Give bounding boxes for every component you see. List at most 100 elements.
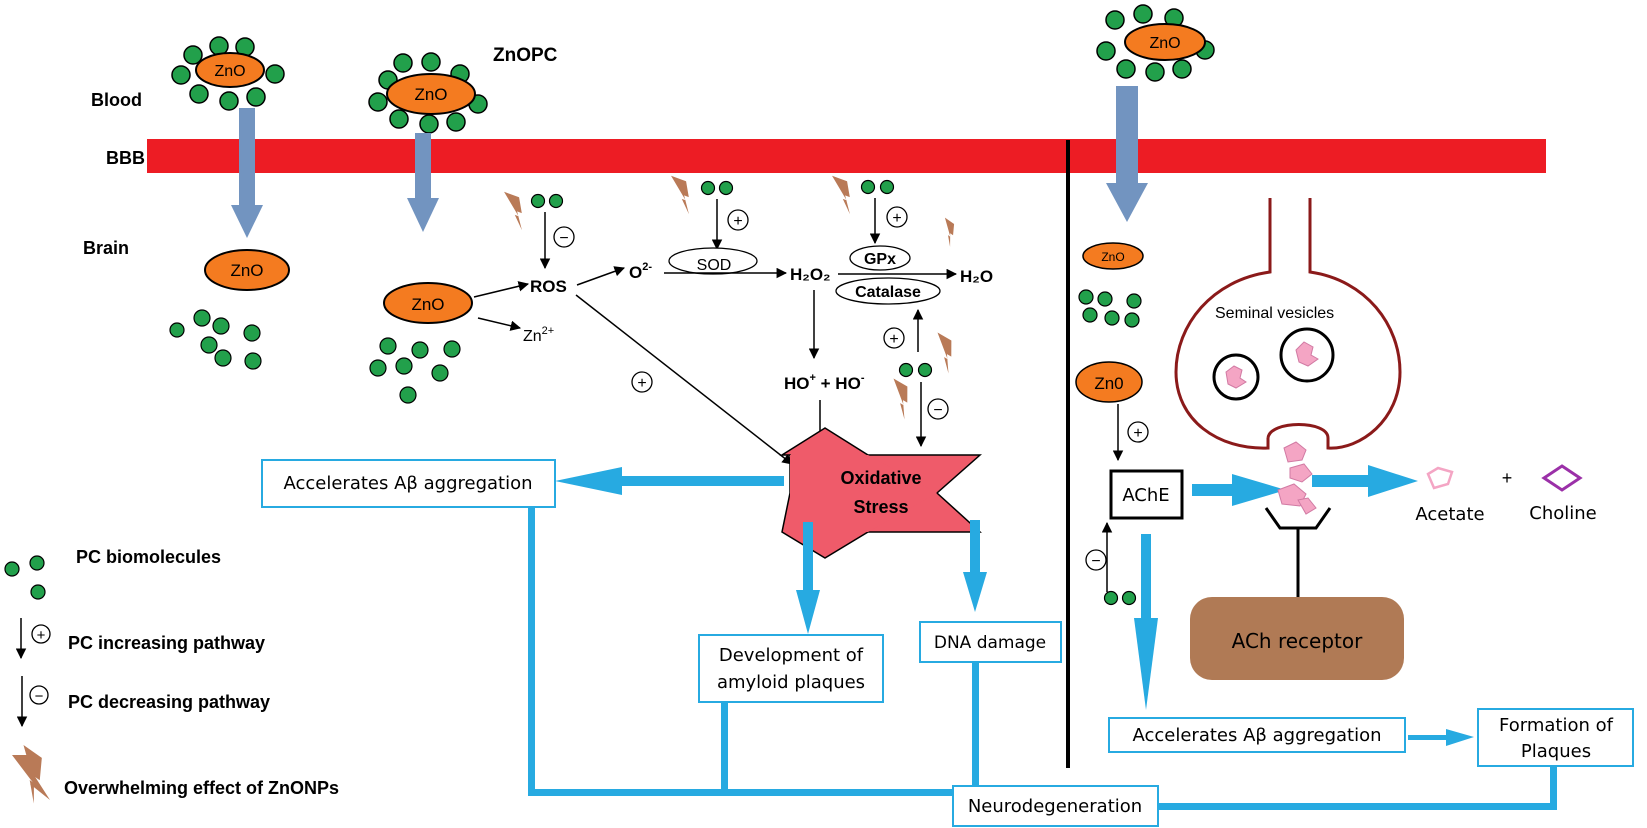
svg-text:+: + xyxy=(733,213,742,230)
svg-text:−: − xyxy=(35,688,44,705)
plus-between-label: + xyxy=(1502,468,1513,488)
brain-zno-1: ZnO xyxy=(204,249,290,291)
blue-arrow-to-plaques xyxy=(1408,729,1474,746)
plus-circle-icon: + xyxy=(1127,421,1149,443)
plus-circle-icon: + xyxy=(631,371,653,393)
seminal-vesicles-label: Seminal vesicles xyxy=(1215,305,1334,322)
legend-inc-text: PC increasing pathway xyxy=(68,633,265,653)
plaques-text-2: Plaques xyxy=(1521,741,1591,762)
svg-text:+: + xyxy=(892,210,901,227)
blue-arrow-to-dna xyxy=(963,520,987,612)
svg-text:Zn0: Zn0 xyxy=(1094,374,1123,393)
presynaptic-terminal xyxy=(1174,198,1402,450)
dna-box: DNA damage xyxy=(919,621,1062,663)
ache-box: AChE xyxy=(1109,469,1184,520)
legend-pc-text: PC biomolecules xyxy=(76,547,221,567)
plaques-box: Formation of Plaques xyxy=(1477,708,1634,767)
svg-text:+: + xyxy=(637,375,646,392)
arrow-ros-o2 xyxy=(576,266,625,286)
bbb-band xyxy=(147,139,1546,173)
amyloid-text-1: Development of xyxy=(719,645,864,666)
svg-text:ZnO: ZnO xyxy=(1101,250,1124,264)
bolt-icon-gpx xyxy=(821,175,861,215)
accel-right-box: Accelerates Aβ aggregation xyxy=(1108,717,1406,753)
legend-pc-dots xyxy=(4,555,46,600)
brain-zno-alt: Zn0 xyxy=(1075,361,1143,403)
plus-circle-icon: + xyxy=(31,624,51,644)
ach-receptor-text: ACh receptor xyxy=(1232,629,1363,653)
minus-circle-icon: − xyxy=(553,226,575,248)
h2o-label: H₂O xyxy=(960,267,993,286)
pc-dots-ros xyxy=(530,193,564,209)
znopc-complex-1: ZnO xyxy=(171,36,285,111)
brain-label: Brain xyxy=(83,238,129,258)
svg-text:+: + xyxy=(1133,425,1142,442)
amyloid-box: Development of amyloid plaques xyxy=(698,634,884,703)
arrow-zno-zn2 xyxy=(477,317,522,331)
sod-enzyme xyxy=(668,247,758,275)
catalase-enzyme xyxy=(835,277,941,305)
plus-circle-icon: + xyxy=(886,206,908,228)
accel-right-text: Accelerates Aβ aggregation xyxy=(1132,725,1381,746)
pc-dots-catalase xyxy=(898,362,933,378)
bolt-icon-oxidative xyxy=(878,378,920,420)
amyloid-text-2: amyloid plaques xyxy=(717,672,865,693)
svg-text:−: − xyxy=(559,230,568,247)
legend-bolt-icon xyxy=(12,755,50,800)
arrow-zno-ros xyxy=(473,281,530,298)
znopc-complex-3: ZnO xyxy=(1096,4,1215,82)
arrow-ros-oxidative xyxy=(575,294,793,465)
zno-label-3: ZnO xyxy=(1149,35,1180,52)
pc-dots-sod xyxy=(700,180,734,196)
blue-arrow-ache-down xyxy=(1134,534,1158,710)
pc-dots-gpx xyxy=(860,179,895,195)
o2-label: O2- xyxy=(629,261,652,282)
minus-circle-icon: − xyxy=(29,685,49,705)
brain-zno-faded: ZnO xyxy=(1082,242,1144,270)
zn2-label: Zn2+ xyxy=(523,325,554,345)
zno-label-2: ZnO xyxy=(414,85,447,104)
neuro-text: Neurodegeneration xyxy=(968,796,1142,817)
acetate-label: Acetate xyxy=(1415,504,1484,525)
svg-text:+: + xyxy=(889,331,898,348)
blue-arrow-ache-right xyxy=(1192,474,1286,506)
choline-label: Choline xyxy=(1529,503,1596,524)
ho-label: HO+ + HO- xyxy=(784,372,865,393)
legend: PC biomolecules + PC increasing pathway … xyxy=(0,547,339,804)
pc-dots-ache xyxy=(1103,590,1137,606)
receptor-cup xyxy=(1264,507,1332,598)
blue-arrow-to-accel-left xyxy=(555,467,784,495)
ros-label: ROS xyxy=(530,277,567,296)
free-pc-dots-2 xyxy=(369,337,461,404)
vesicle-2 xyxy=(1279,327,1335,383)
h2o2-label: H₂O₂ xyxy=(790,265,831,284)
oxidative-label-2: Stress xyxy=(853,497,908,517)
ache-text: AChE xyxy=(1122,485,1169,506)
bolt-icon-sod xyxy=(660,175,700,215)
free-pc-dots-1 xyxy=(169,309,262,370)
blue-arrow-to-amyloid xyxy=(796,522,820,634)
minus-circle-icon: − xyxy=(1085,549,1107,571)
znopc-label: ZnOPC xyxy=(493,45,558,66)
blood-label: Blood xyxy=(91,90,142,110)
neuro-box: Neurodegeneration xyxy=(952,785,1159,827)
oxidative-label-1: Oxidative xyxy=(840,468,921,488)
gpx-label: GPx xyxy=(864,251,896,268)
svg-text:ZnO: ZnO xyxy=(230,261,263,280)
bbb-crossing-arrows xyxy=(231,86,1148,238)
neuro-connectors xyxy=(528,507,1557,810)
oxidative-stress-star: Oxidative Stress xyxy=(779,427,982,559)
legend-overwhelming-text: Overwhelming effect of ZnONPs xyxy=(64,778,339,798)
ach-cluster xyxy=(1277,441,1317,515)
dna-text: DNA damage xyxy=(934,633,1046,653)
accel-left-box: Accelerates Aβ aggregation xyxy=(261,459,556,508)
blue-arrow-to-acetate xyxy=(1312,465,1418,497)
free-pc-dots-3 xyxy=(1078,289,1142,328)
svg-text:+: + xyxy=(37,627,46,644)
vesicle-1 xyxy=(1212,353,1260,401)
gpx-enzyme xyxy=(849,245,911,271)
acetate-icon xyxy=(1426,466,1454,490)
choline-icon xyxy=(1541,464,1583,492)
bolt-icon-ache xyxy=(932,217,963,247)
